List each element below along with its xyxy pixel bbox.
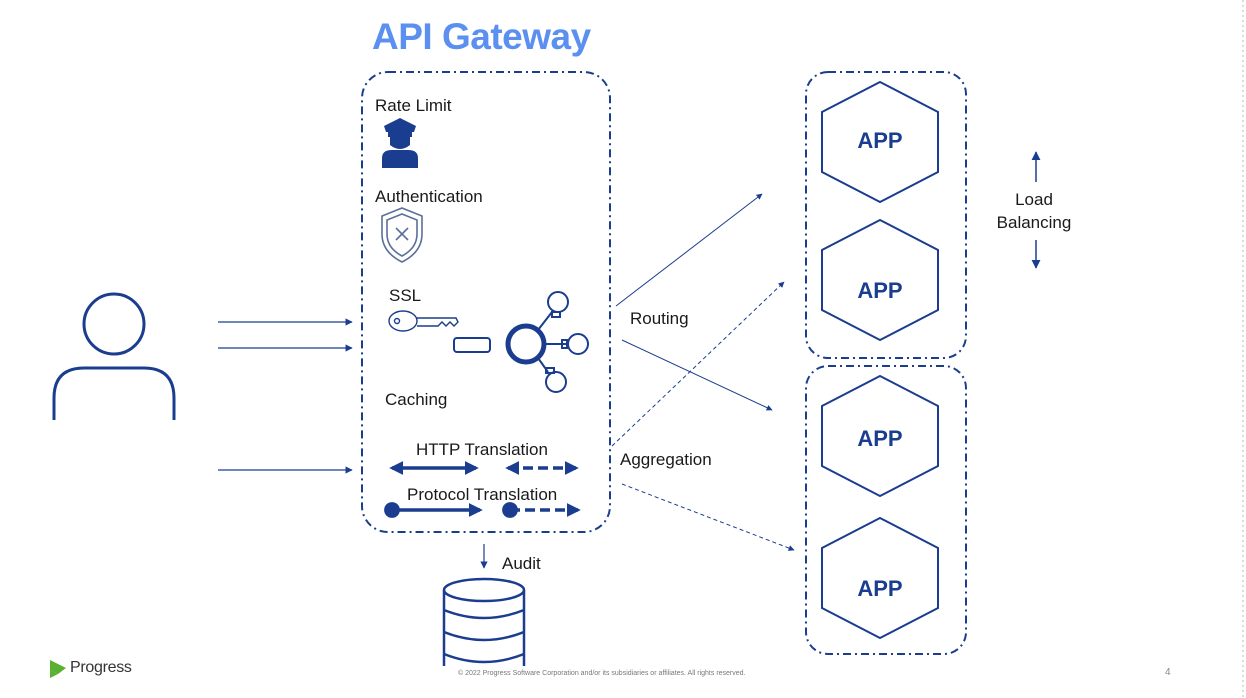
progress-logo-icon (50, 660, 66, 678)
key-icon (388, 310, 459, 332)
rate-limit-label: Rate Limit (375, 96, 452, 115)
diagram-title: API Gateway (372, 16, 591, 57)
user-icon (52, 292, 176, 420)
load-balancing-line-1: Load (1015, 190, 1053, 209)
app-label: APP (857, 128, 903, 153)
shield-icon (381, 207, 423, 263)
routing-arrow-down (621, 339, 773, 411)
audit-label: Audit (502, 554, 541, 573)
police-officer-icon (382, 118, 418, 168)
routing-label: Routing (630, 309, 689, 328)
aggregation-arrow-up (611, 281, 785, 447)
load-balancing-label: Load Balancing (989, 188, 1079, 234)
hexagon-app-3 (821, 374, 939, 498)
hexagon-app-4 (821, 516, 939, 640)
copyright-text: © 2022 Progress Software Corporation and… (458, 670, 746, 677)
hexagon-app-1 (821, 80, 939, 204)
page-number: 4 (1165, 667, 1171, 678)
app-group-top (805, 71, 967, 359)
cache-hub-icon (453, 291, 589, 393)
gateway-box (361, 71, 611, 533)
hexagon-app-2 (821, 218, 939, 342)
protocol-translation-label: Protocol Translation (407, 485, 558, 504)
app-label: APP (857, 278, 903, 303)
aggregation-label: Aggregation (620, 450, 712, 469)
caching-label: Caching (385, 390, 448, 409)
aggregation-arrow-down (621, 483, 795, 551)
authentication-label: Authentication (375, 187, 483, 206)
ssl-label: SSL (389, 286, 422, 305)
app-label: APP (857, 426, 903, 451)
app-label: APP (857, 576, 903, 601)
database-icon (442, 577, 526, 666)
http-translation-label: HTTP Translation (416, 440, 548, 459)
progress-logo-text: Progress (70, 659, 132, 676)
routing-arrow-up (615, 193, 763, 307)
app-group-bottom (805, 365, 967, 655)
load-balancing-line-2: Balancing (996, 213, 1072, 232)
